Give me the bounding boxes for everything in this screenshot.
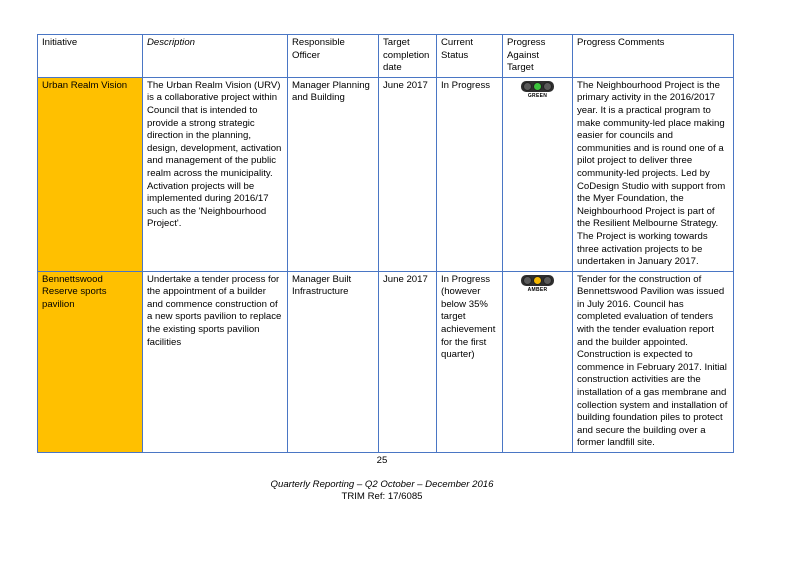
traffic-bulb-right	[543, 81, 552, 91]
traffic-light-housing	[521, 80, 554, 92]
traffic-light-housing	[521, 274, 554, 286]
traffic-light-green-icon: GREEN	[507, 80, 568, 99]
initiative-cell: Bennettswood Reserve sports pavilion	[37, 270, 143, 454]
header-progress-comments: Progress Comments	[572, 34, 734, 78]
description-cell: Undertake a tender process for the appoi…	[142, 270, 288, 454]
table-header-row: Initiative Description Responsible Offic…	[37, 34, 734, 78]
officer-cell: Manager Built Infrastructure	[287, 270, 379, 454]
traffic-bulb-green	[533, 81, 542, 91]
comments-cell: The Neighbourhood Project is the primary…	[572, 76, 734, 272]
initiative-cell: Urban Realm Vision	[37, 76, 143, 272]
description-cell: The Urban Realm Vision (URV) is a collab…	[142, 76, 288, 272]
status-cell: In Progress (however below 35% target ac…	[436, 270, 503, 454]
target-date-cell: June 2017	[378, 270, 437, 454]
progress-cell: GREEN	[502, 76, 573, 272]
report-title: Quarterly Reporting – Q2 October – Decem…	[270, 479, 494, 490]
header-initiative: Initiative	[37, 34, 143, 78]
traffic-bulb-right	[543, 275, 552, 285]
header-responsible-officer: Responsible Officer	[287, 34, 379, 78]
progress-status-label: AMBER	[527, 286, 548, 293]
header-target-completion-date: Target completion date	[378, 34, 437, 78]
traffic-bulb-left	[523, 275, 532, 285]
table-row: Urban Realm Vision The Urban Realm Visio…	[37, 76, 734, 272]
status-cell: In Progress	[436, 76, 503, 272]
header-current-status: Current Status	[436, 34, 503, 78]
traffic-bulb-amber	[533, 275, 542, 285]
header-progress-against-target: Progress Against Target	[502, 34, 573, 78]
traffic-bulb-left	[523, 81, 532, 91]
progress-report-table: Initiative Description Responsible Offic…	[37, 34, 734, 454]
table-row: Bennettswood Reserve sports pavilion Und…	[37, 270, 734, 454]
officer-cell: Manager Planning and Building	[287, 76, 379, 272]
progress-cell: AMBER	[502, 270, 573, 454]
target-date-cell: June 2017	[378, 76, 437, 272]
page-number: 25	[376, 455, 388, 466]
header-description: Description	[142, 34, 288, 78]
comments-cell: Tender for the construction of Bennettsw…	[572, 270, 734, 454]
trim-reference: TRIM Ref: 17/6085	[341, 491, 423, 502]
progress-status-label: GREEN	[527, 92, 548, 99]
traffic-light-amber-icon: AMBER	[507, 274, 568, 293]
